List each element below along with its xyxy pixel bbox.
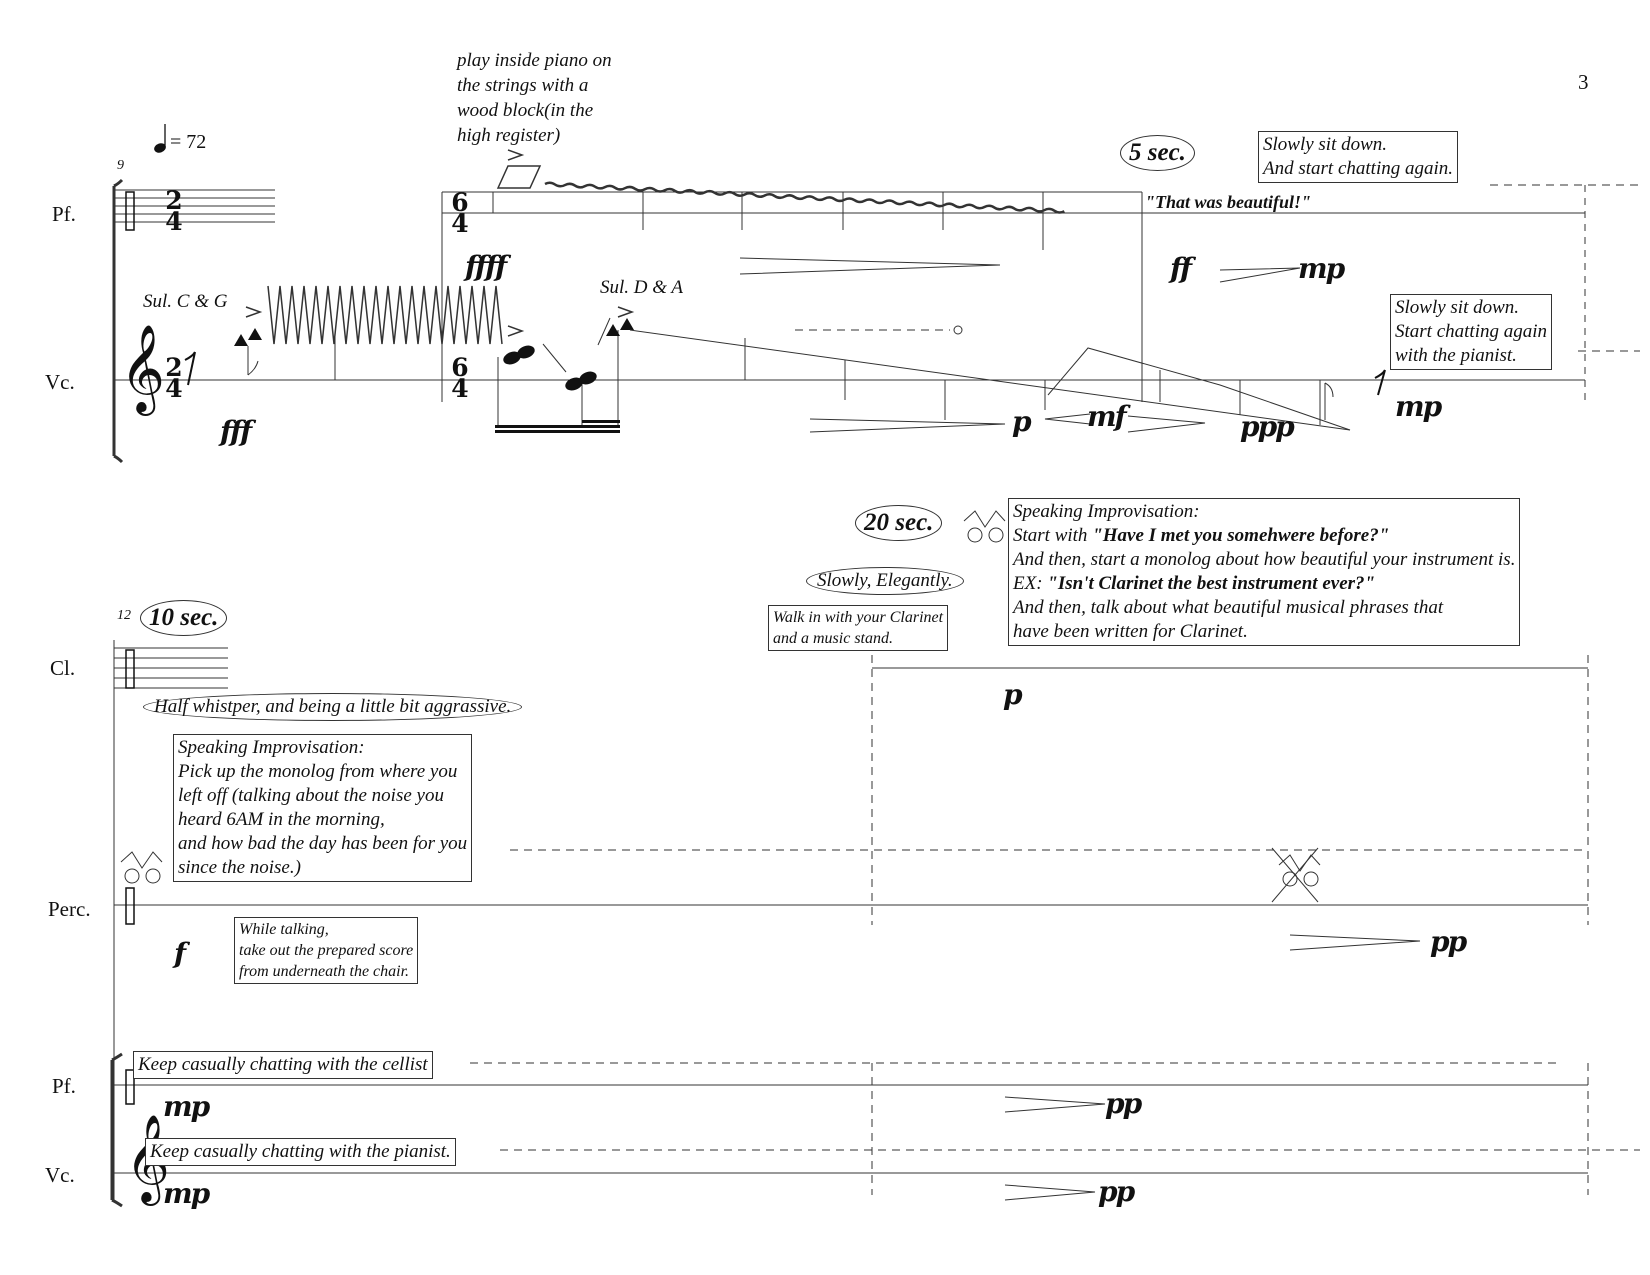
treble-clef: 𝄞 <box>120 323 165 412</box>
dynamic-marking: pp <box>1430 925 1467 958</box>
cello-tremolo <box>267 285 503 345</box>
sul-da-label: Sul. D & A <box>600 277 684 298</box>
system1-bracket <box>112 178 124 464</box>
dynamic-marking: ppp <box>1240 410 1295 443</box>
instrument-label-piano: Pf. <box>52 202 76 226</box>
dynamic-marking: pp <box>1098 1175 1135 1208</box>
dynamic-marking: mp <box>163 1177 210 1210</box>
instrument-label-cello: Vc. <box>45 370 75 394</box>
dynamic-marking: p <box>1012 405 1032 438</box>
instrument-label-percussion: Perc. <box>48 897 91 921</box>
measure-number: 9 <box>117 158 124 173</box>
duration-oval: 20 sec. <box>855 505 943 541</box>
clarinet-improv-box: Speaking Improvisation: Start with "Have… <box>1008 498 1521 646</box>
instrument-label-cello: Vc. <box>45 1163 75 1187</box>
dynamic-marking: ffff <box>465 250 507 283</box>
manner-oval: Half whistper, and being a little bit ag… <box>143 693 523 721</box>
manner-oval: Slowly, Elegantly. <box>806 567 964 595</box>
quote-text: "That was beautiful!" <box>1145 192 1312 212</box>
tempo-marking: = 72 <box>170 131 207 153</box>
page-number: 3 <box>1578 70 1589 94</box>
piano-wavy-line <box>544 181 1065 214</box>
dynamic-marking: mp <box>1298 252 1345 285</box>
dynamic-marking: p <box>1003 678 1023 711</box>
dynamic-marking: mf <box>1087 400 1127 433</box>
duration-oval: 10 sec. <box>140 600 228 636</box>
instrument-label-clarinet: Cl. <box>50 656 76 680</box>
dynamic-marking: f <box>174 937 186 970</box>
while-talking-box: While talking, take out the prepared sco… <box>234 917 419 984</box>
glasses-icon <box>120 851 163 884</box>
dynamic-marking: mp <box>163 1090 210 1123</box>
instrument-label-piano: Pf. <box>52 1074 76 1098</box>
dynamic-marking: ff <box>1170 252 1192 285</box>
measure-number: 12 <box>117 608 131 623</box>
dynamic-marking: mp <box>1395 390 1442 423</box>
percussion-improv-box: Speaking Improvisation: Pick up the mono… <box>173 734 473 882</box>
cellist-instruction-box: Slowly sit down. Start chatting again wi… <box>1390 294 1552 370</box>
duration-oval: 5 sec. <box>1120 135 1195 171</box>
inside-piano-instruction: play inside piano on the strings with a … <box>457 50 612 146</box>
dynamic-marking: fff <box>220 415 252 448</box>
pianist-instruction-box: Slowly sit down. And start chatting agai… <box>1258 131 1458 183</box>
cello-chatting-box: Keep casually chatting with the pianist. <box>145 1138 456 1166</box>
dynamic-marking: pp <box>1105 1087 1142 1120</box>
sul-cg-label: Sul. C & G <box>143 291 228 312</box>
piano-chatting-box: Keep casually chatting with the cellist <box>133 1051 433 1079</box>
walk-in-box: Walk in with your Clarinet and a music s… <box>768 605 949 651</box>
glasses-icon <box>963 510 1006 543</box>
glasses-off-icon <box>1271 847 1321 903</box>
